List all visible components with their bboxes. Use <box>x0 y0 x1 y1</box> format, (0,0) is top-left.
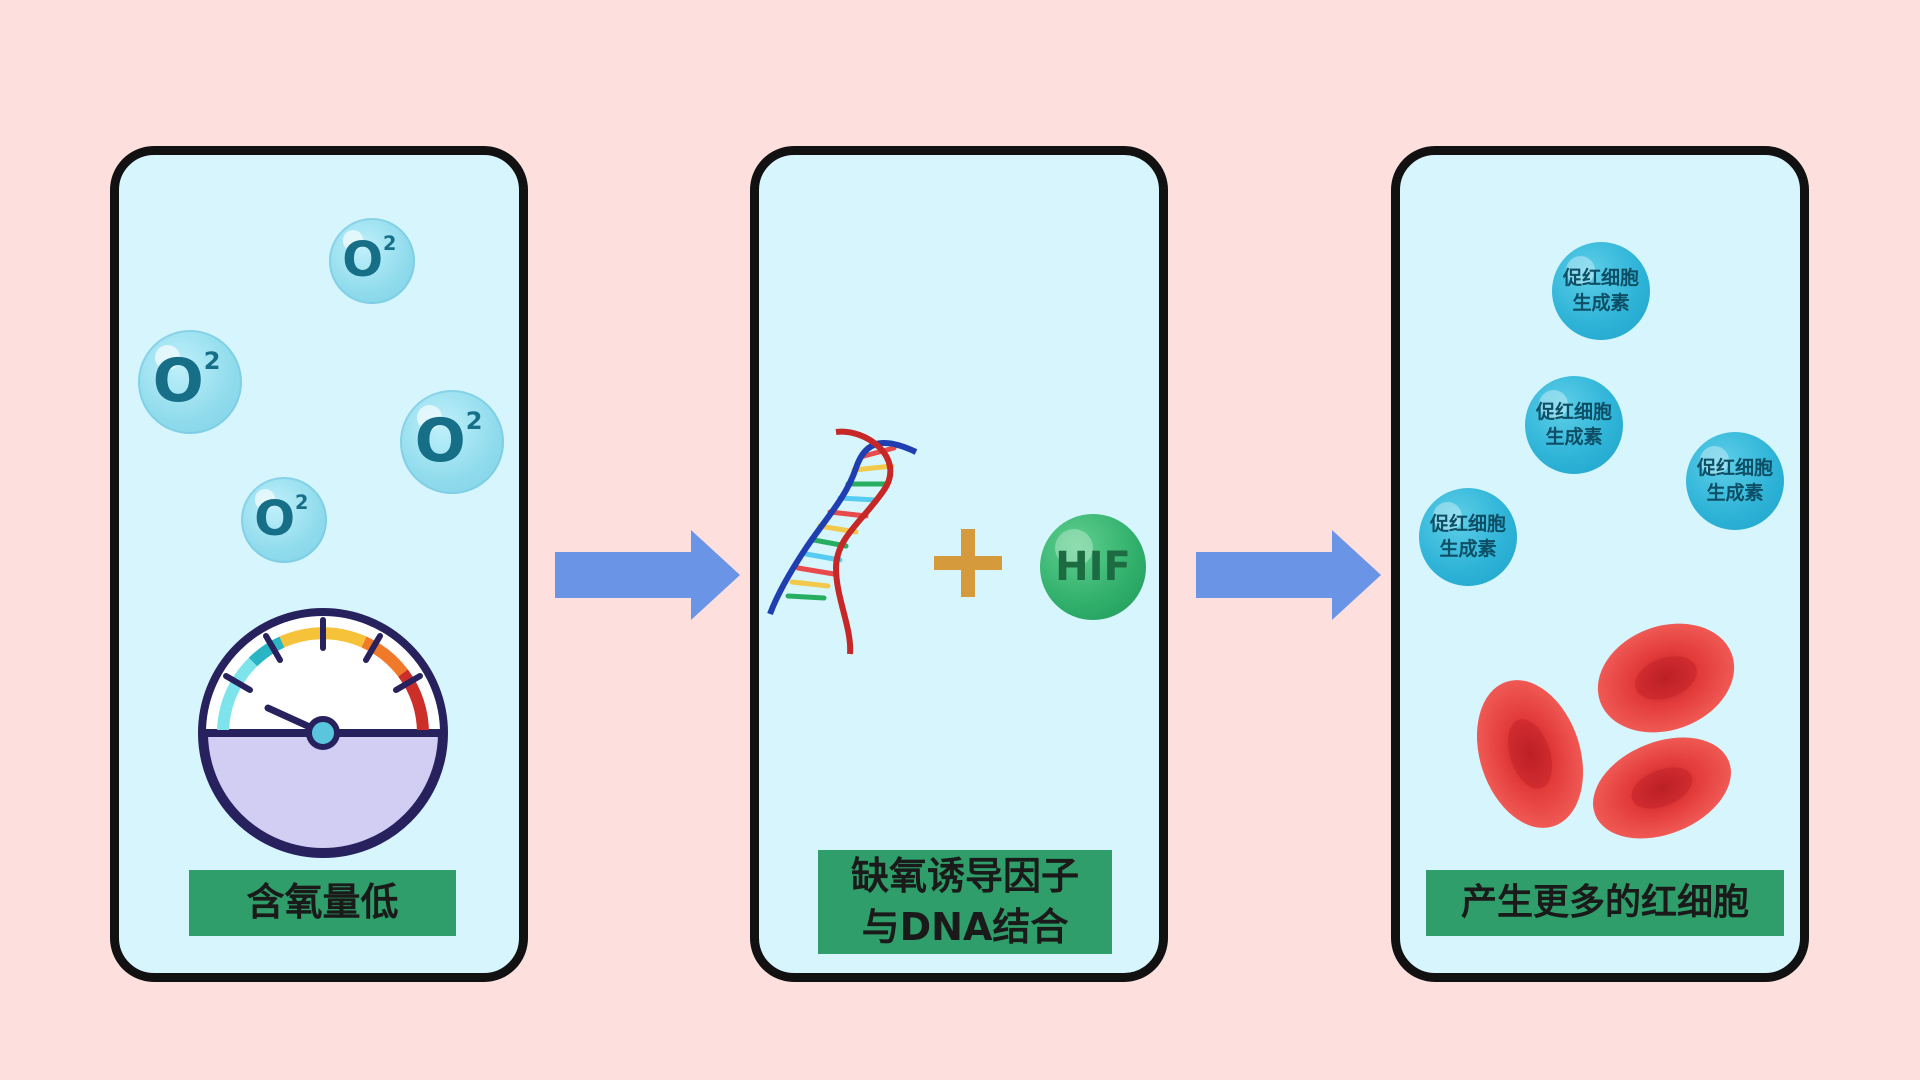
plus-icon <box>934 529 1002 597</box>
oxygen-bubble: O2 <box>329 218 415 304</box>
oxygen-gauge-icon <box>198 608 448 858</box>
epo-bubble: 促红细胞生成素 <box>1686 432 1784 530</box>
caption-more-rbc: 产生更多的红细胞 <box>1426 870 1784 936</box>
hif-label: HIF <box>1055 544 1131 590</box>
oxygen-bubble: O2 <box>241 477 327 563</box>
epo-bubble: 促红细胞生成素 <box>1552 242 1650 340</box>
arrow-right-icon <box>555 530 740 620</box>
caption-hif-dna-binding: 缺氧诱导因子 与DNA结合 <box>818 850 1112 954</box>
arrow-right-icon <box>1196 530 1381 620</box>
caption-low-oxygen: 含氧量低 <box>189 870 456 936</box>
oxygen-bubble: O2 <box>400 390 504 494</box>
hif-circle: HIF <box>1040 514 1146 620</box>
red-blood-cell-icon <box>1476 623 1735 839</box>
dna-helix-icon <box>767 428 918 655</box>
oxygen-bubble: O2 <box>138 330 242 434</box>
epo-bubble: 促红细胞生成素 <box>1419 488 1517 586</box>
epo-bubble: 促红细胞生成素 <box>1525 376 1623 474</box>
